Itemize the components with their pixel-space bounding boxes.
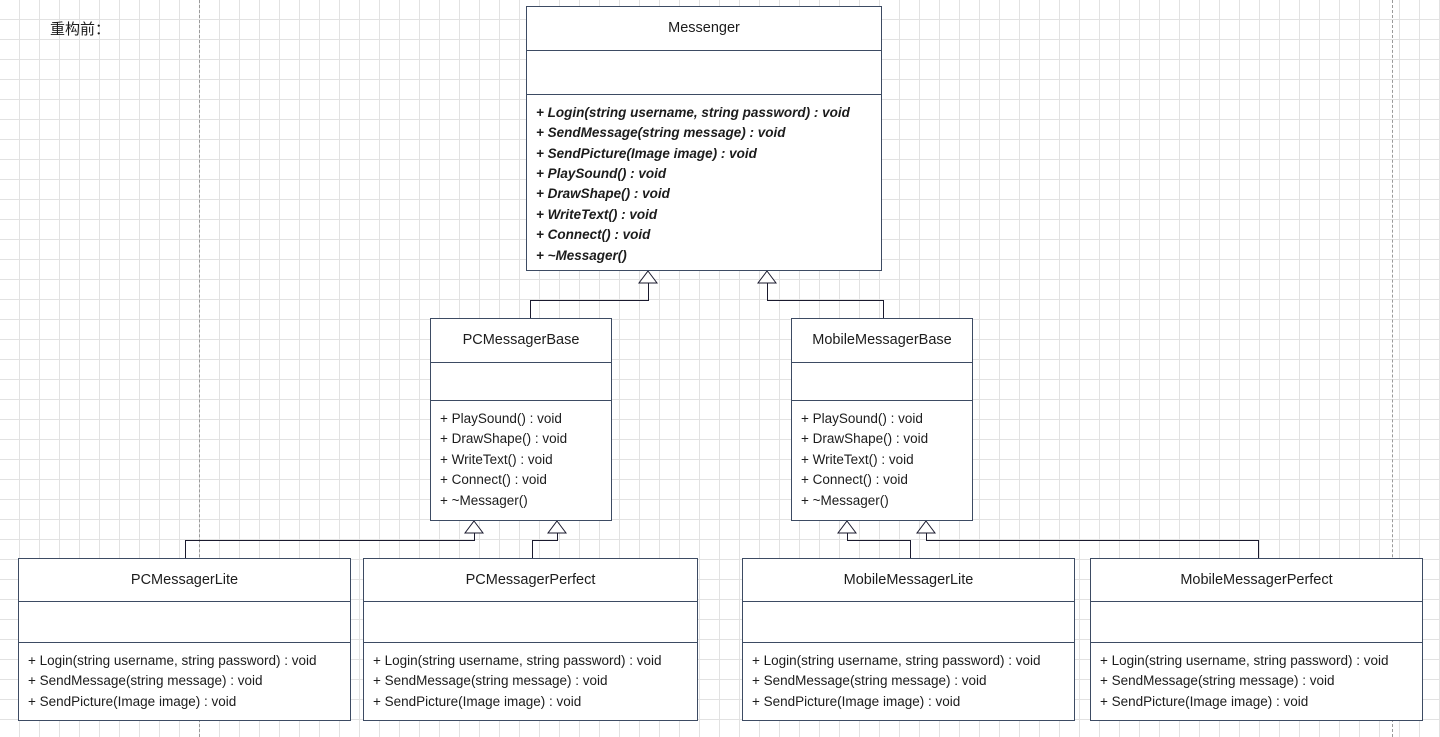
uml-operation: + Login(string username, string password… (536, 104, 850, 120)
uml-operation: + WriteText() : void (801, 451, 914, 467)
generalization-pc-base-riser (648, 283, 649, 300)
uml-class-mobile-lite[interactable]: MobileMessagerLite + Login(string usernam… (742, 558, 1075, 721)
uml-attributes-pc-lite (19, 602, 350, 643)
uml-class-pc-perfect[interactable]: PCMessagerPerfect + Login(string username… (363, 558, 698, 721)
uml-operation: + ~Messager() (536, 247, 627, 263)
generalization-mobile-lite-horizontal (847, 540, 911, 541)
uml-attributes-mobile-perfect (1091, 602, 1422, 643)
page-break-guide-right (1392, 0, 1393, 737)
uml-operation: + Login(string username, string password… (373, 653, 662, 668)
page-break-guide-left (199, 0, 200, 737)
generalization-mobile-lite-riser (847, 533, 848, 540)
uml-attributes-mobile-base (792, 363, 972, 401)
uml-operation: + Connect() : void (440, 472, 547, 488)
generalization-pc-base-drop (530, 300, 531, 318)
uml-attributes-messenger (527, 51, 881, 95)
uml-attributes-pc-perfect (364, 602, 697, 643)
generalization-mobile-perfect-horizontal (926, 540, 1259, 541)
generalization-mobile-lite-drop (910, 540, 911, 558)
uml-class-name-mobile-base: MobileMessagerBase (792, 319, 972, 363)
uml-operations-pc-lite: + Login(string username, string password… (19, 643, 350, 720)
generalization-pc-perfect-horizontal (532, 540, 558, 541)
uml-operation: + PlaySound() : void (536, 165, 667, 181)
uml-operation: + SendMessage(string message) : void (536, 125, 786, 141)
uml-operations-mobile-perfect: + Login(string username, string password… (1091, 643, 1422, 720)
generalization-mobile-perfect-riser (926, 533, 927, 540)
generalization-pc-lite-drop (185, 540, 186, 558)
uml-class-messenger[interactable]: Messenger + Login(string username, string… (526, 6, 882, 271)
uml-operation: + ~Messager() (440, 492, 528, 508)
uml-operation: + DrawShape() : void (440, 431, 568, 447)
generalization-pc-base-horizontal (530, 300, 649, 301)
generalization-arrow-mobile-perfect (916, 520, 936, 534)
uml-operation: + Login(string username, string password… (28, 653, 317, 668)
uml-operations-messenger: + Login(string username, string password… (527, 95, 881, 270)
uml-operations-pc-perfect: + Login(string username, string password… (364, 643, 697, 720)
uml-attributes-pc-base (431, 363, 611, 401)
uml-class-name-mobile-perfect: MobileMessagerPerfect (1091, 559, 1422, 602)
uml-operation: + PlaySound() : void (440, 411, 562, 426)
uml-class-mobile-base[interactable]: MobileMessagerBase+ PlaySound() : void+ … (791, 318, 973, 521)
uml-operation: + SendPicture(Image image) : void (752, 693, 961, 709)
generalization-pc-perfect-riser (557, 533, 558, 540)
uml-operation: + Connect() : void (536, 227, 651, 243)
uml-operation: + SendPicture(Image image) : void (536, 145, 757, 161)
uml-class-pc-base[interactable]: PCMessagerBase + PlaySound() : void + Draw… (430, 318, 612, 521)
generalization-arrow-mobile-base (757, 270, 777, 284)
uml-operations-mobile-lite: + Login(string username, string password… (743, 643, 1074, 720)
generalization-pc-lite-riser (474, 533, 475, 540)
generalization-arrow-pc-base (638, 270, 658, 284)
uml-operation: + Connect() : void (801, 472, 908, 488)
uml-class-name-messenger: Messenger (527, 7, 881, 51)
uml-operation: + SendMessage(string message) : void (28, 673, 263, 689)
diagram-caption: 重构前： (50, 21, 111, 38)
generalization-pc-perfect-drop (532, 540, 533, 558)
uml-operation: + Login(string username, string password… (752, 653, 1041, 668)
uml-operation: + PlaySound() : void (801, 411, 923, 426)
uml-class-name-mobile-lite: MobileMessagerLite (743, 559, 1074, 602)
uml-operation: + SendPicture(Image image) : void (28, 693, 237, 709)
generalization-arrow-pc-perfect (547, 520, 567, 534)
generalization-mobile-base-riser (767, 283, 768, 300)
uml-operation: + SendMessage(string message) : void (752, 673, 987, 689)
uml-operation: + SendMessage(string message) : void (373, 673, 608, 689)
generalization-arrow-mobile-lite (837, 520, 857, 534)
uml-operation: + DrawShape() : void (536, 186, 670, 202)
generalization-pc-lite-horizontal (185, 540, 475, 541)
generalization-mobile-perfect-drop (1258, 540, 1259, 558)
uml-operation: + WriteText() : void (536, 206, 658, 222)
uml-class-mobile-perfect[interactable]: MobileMessagerPerfect + Login(string user… (1090, 558, 1423, 721)
uml-class-name-pc-perfect: PCMessagerPerfect (364, 559, 697, 602)
uml-operation: + ~Messager() (801, 492, 889, 508)
uml-operation: + SendMessage(string message) : void (1100, 673, 1335, 689)
uml-operations-mobile-base: + PlaySound() : void + DrawShape() : void… (792, 401, 972, 520)
generalization-arrow-pc-lite (464, 520, 484, 534)
uml-operation: + WriteText() : void (440, 451, 553, 467)
generalization-mobile-base-horizontal (767, 300, 884, 301)
uml-attributes-mobile-lite (743, 602, 1074, 643)
uml-operation: + DrawShape() : void (801, 431, 929, 447)
generalization-mobile-base-drop (883, 300, 884, 318)
uml-class-name-pc-base: PCMessagerBase (431, 319, 611, 363)
uml-operations-pc-base: + PlaySound() : void + DrawShape() : void… (431, 401, 611, 520)
uml-operation: + SendPicture(Image image) : void (373, 693, 582, 709)
uml-operation: + Login(string username, string password… (1100, 653, 1389, 668)
uml-class-name-pc-lite: PCMessagerLite (19, 559, 350, 602)
uml-operation: + SendPicture(Image image) : void (1100, 693, 1309, 709)
uml-class-pc-lite[interactable]: PCMessagerLite + Login(string username, s… (18, 558, 351, 721)
